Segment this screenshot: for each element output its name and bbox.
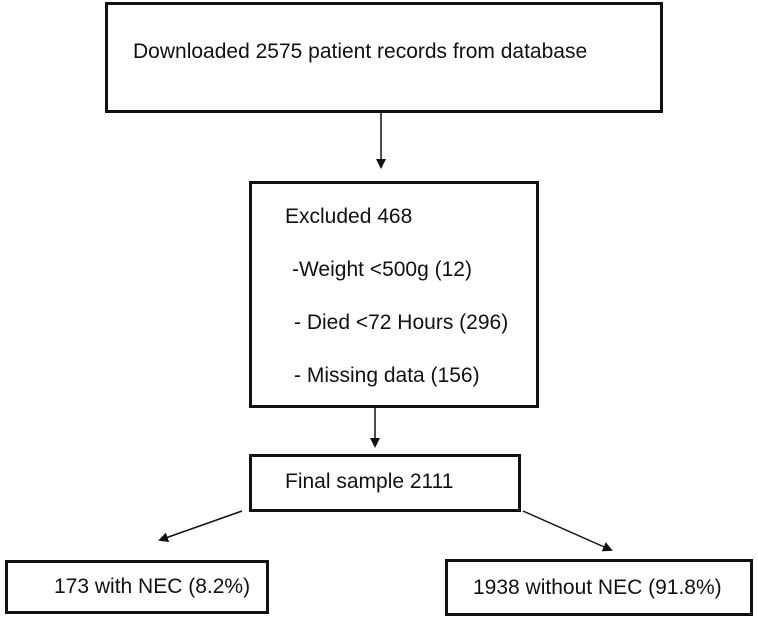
no-nec-box: 1938 without NEC (91.8%) [445,559,753,616]
excluded-box: Excluded 468 -Weight <500g (12) - Died <… [249,181,539,408]
arrow-final-to-nec [158,510,243,543]
excluded-item-died: - Died <72 Hours (296) [294,311,509,334]
no-nec-box-text: 1938 without NEC (91.8%) [473,576,722,599]
download-box: Downloaded 2575 patient records from dat… [105,2,663,113]
nec-box: 173 with NEC (8.2%) [5,560,269,614]
arrow-final-to-no-nec [522,510,613,552]
final-sample-text: Final sample 2111 [285,470,454,493]
nec-box-text: 173 with NEC (8.2%) [54,575,251,598]
excluded-title: Excluded 468 [285,205,413,228]
final-sample-box: Final sample 2111 [249,454,521,512]
excluded-item-missing: - Missing data (156) [294,364,480,387]
excluded-item-weight: -Weight <500g (12) [292,258,472,281]
download-box-text: Downloaded 2575 patient records from dat… [133,40,588,63]
